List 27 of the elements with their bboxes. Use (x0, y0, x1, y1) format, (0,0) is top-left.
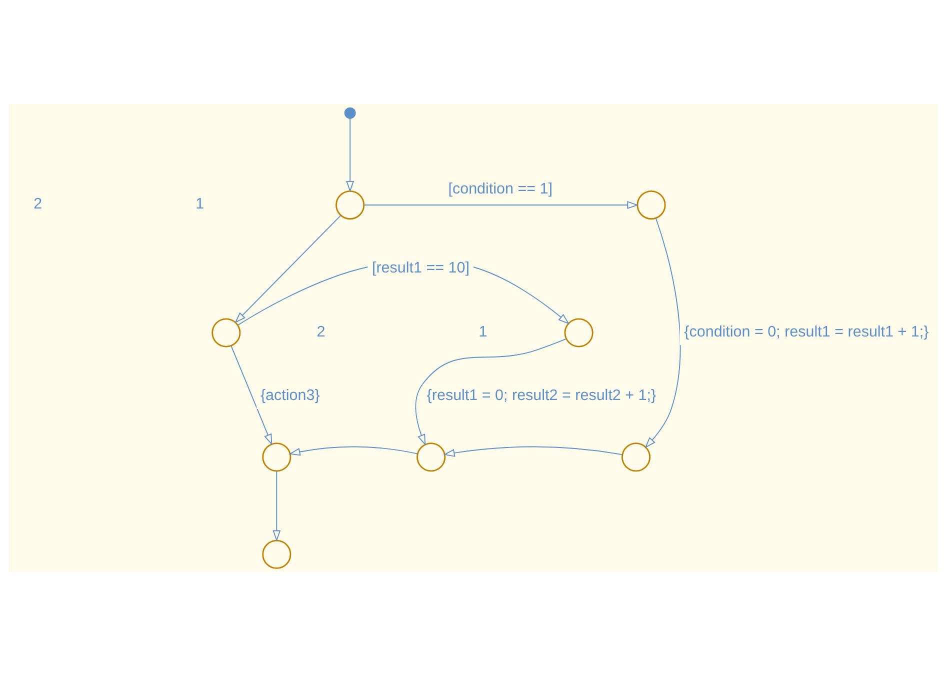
label: 2 (34, 195, 42, 212)
arrow (234, 214, 342, 323)
node-circle (636, 190, 666, 220)
arrow (230, 344, 272, 445)
arrow (443, 446, 623, 456)
arrow (415, 338, 567, 446)
node-circle (621, 442, 651, 472)
arrow (644, 217, 681, 448)
edge-label: {condition = 0; result1 = result1 + 1;} (684, 322, 929, 340)
arrow (346, 117, 354, 192)
edge-label: [condition == 1] (448, 180, 553, 197)
node-circle (262, 539, 292, 568)
node-circle (212, 318, 241, 347)
edge-label: {result1 = 0; result2 = result2 + 1;} (426, 386, 656, 404)
node-circle (416, 442, 446, 472)
node-circle (344, 106, 356, 118)
arrow (288, 446, 418, 456)
edge-label: [result1 == 10] (372, 259, 470, 276)
label: 1 (478, 322, 488, 340)
arrow (272, 470, 281, 542)
node-circle (262, 442, 292, 472)
node-circle (564, 318, 594, 347)
label: 1 (196, 195, 204, 212)
arrow (364, 200, 639, 209)
label: 2 (316, 322, 326, 340)
edge-label: {action3} (260, 386, 320, 404)
node-circle (336, 190, 365, 220)
